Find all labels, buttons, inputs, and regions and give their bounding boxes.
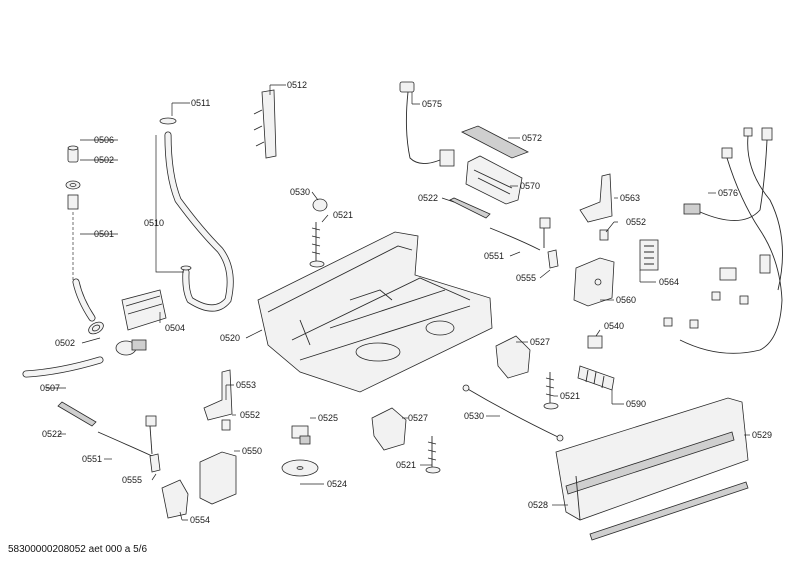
label-0521-right: 0521 [560, 391, 580, 401]
part-0570-dispenser-icon [465, 155, 523, 205]
part-0552-switch-icon [599, 229, 609, 241]
part-0540-sensor-icon [587, 335, 603, 349]
part-0551-cable-lower-icon [97, 415, 157, 457]
label-0522-lower: 0522 [42, 429, 62, 439]
label-0553: 0553 [236, 380, 256, 390]
part-0527-foot-center-icon [371, 407, 407, 451]
label-0501: 0501 [94, 229, 114, 239]
part-0590-grille-icon [577, 365, 615, 391]
part-0551-cable-icon [489, 217, 551, 251]
part-0524-disc-icon [281, 459, 319, 477]
label-0502-lower: 0502 [55, 338, 75, 348]
label-0525: 0525 [318, 413, 338, 423]
label-0504: 0504 [165, 323, 185, 333]
label-0507: 0507 [40, 383, 60, 393]
part-0522-rail-icon [449, 197, 491, 219]
label-0554: 0554 [190, 515, 210, 525]
label-0552: 0552 [626, 217, 646, 227]
label-0520: 0520 [220, 333, 240, 343]
label-0521: 0521 [333, 210, 353, 220]
part-0563-bracket-icon [579, 173, 613, 223]
label-0572: 0572 [522, 133, 542, 143]
part-0512-bracket-icon [253, 89, 277, 159]
part-0555-clip-lower-icon [149, 453, 161, 473]
part-0529-kick-plate-icon [555, 397, 749, 541]
part-0575-cable-icon [399, 81, 455, 167]
leader-lines [46, 84, 750, 521]
part-0555-clip-icon [547, 249, 559, 269]
label-0502: 0502 [94, 155, 114, 165]
label-0530: 0530 [290, 187, 310, 197]
label-0540: 0540 [604, 321, 624, 331]
part-0506-cap-icon [67, 145, 79, 163]
part-0521-screw-center-icon [425, 436, 441, 474]
label-0564: 0564 [659, 277, 679, 287]
part-labels: 0506 0502 0501 0502 0507 0511 0510 0504 … [40, 80, 772, 525]
label-0560: 0560 [616, 295, 636, 305]
label-0552-lower: 0552 [240, 410, 260, 420]
part-0502-nut-icon [65, 180, 81, 190]
label-0527: 0527 [530, 337, 550, 347]
part-0572-strip-icon [461, 125, 529, 159]
label-0590: 0590 [626, 399, 646, 409]
label-0521-center: 0521 [396, 460, 416, 470]
part-0530-knob-icon [312, 198, 328, 212]
part-0552-switch-lower-icon [221, 419, 231, 431]
label-0528: 0528 [528, 500, 548, 510]
label-0511: 0511 [191, 98, 210, 108]
label-0575: 0575 [422, 99, 442, 109]
label-0576: 0576 [718, 188, 738, 198]
label-0563: 0563 [620, 193, 640, 203]
part-0550-plate-icon [199, 451, 237, 505]
label-0555-lower: 0555 [122, 475, 142, 485]
label-0527-center: 0527 [408, 413, 428, 423]
label-0550: 0550 [242, 446, 262, 456]
part-0522-rail-lower-icon [57, 401, 97, 427]
label-0555: 0555 [516, 273, 536, 283]
label-0506: 0506 [94, 135, 114, 145]
part-0564-connector-icon [639, 239, 659, 271]
part-0520-base-frame-icon [257, 231, 493, 393]
part-0504-valve-icon [115, 289, 167, 356]
part-0502-connector-icon [88, 321, 104, 335]
label-0529: 0529 [752, 430, 772, 440]
label-0551: 0551 [484, 251, 504, 261]
part-0510-hose-icon [159, 117, 234, 312]
part-0521-screw-right-icon [543, 372, 559, 410]
part-0560-plate-icon [573, 257, 615, 307]
part-0521-screw-icon [309, 222, 325, 268]
part-0576-harness-icon [663, 127, 783, 354]
part-0527-foot-icon [495, 335, 531, 379]
part-0525-holder-icon [291, 425, 311, 445]
part-0507-hose-icon [22, 356, 104, 378]
part-0553-bracket-icon [203, 369, 233, 421]
label-0570: 0570 [520, 181, 540, 191]
label-0530-center: 0530 [464, 411, 484, 421]
label-0551-lower: 0551 [82, 454, 102, 464]
label-0512: 0512 [287, 80, 307, 90]
part-0530-rod-icon [462, 384, 564, 442]
document-code: 58300000208052 aet 000 a 5/6 [8, 544, 148, 555]
part-0554-bracket-icon [161, 479, 189, 519]
label-0522: 0522 [418, 193, 438, 203]
label-0510: 0510 [144, 218, 164, 228]
part-0501-pipe-icon [67, 194, 96, 322]
label-0524: 0524 [327, 479, 347, 489]
